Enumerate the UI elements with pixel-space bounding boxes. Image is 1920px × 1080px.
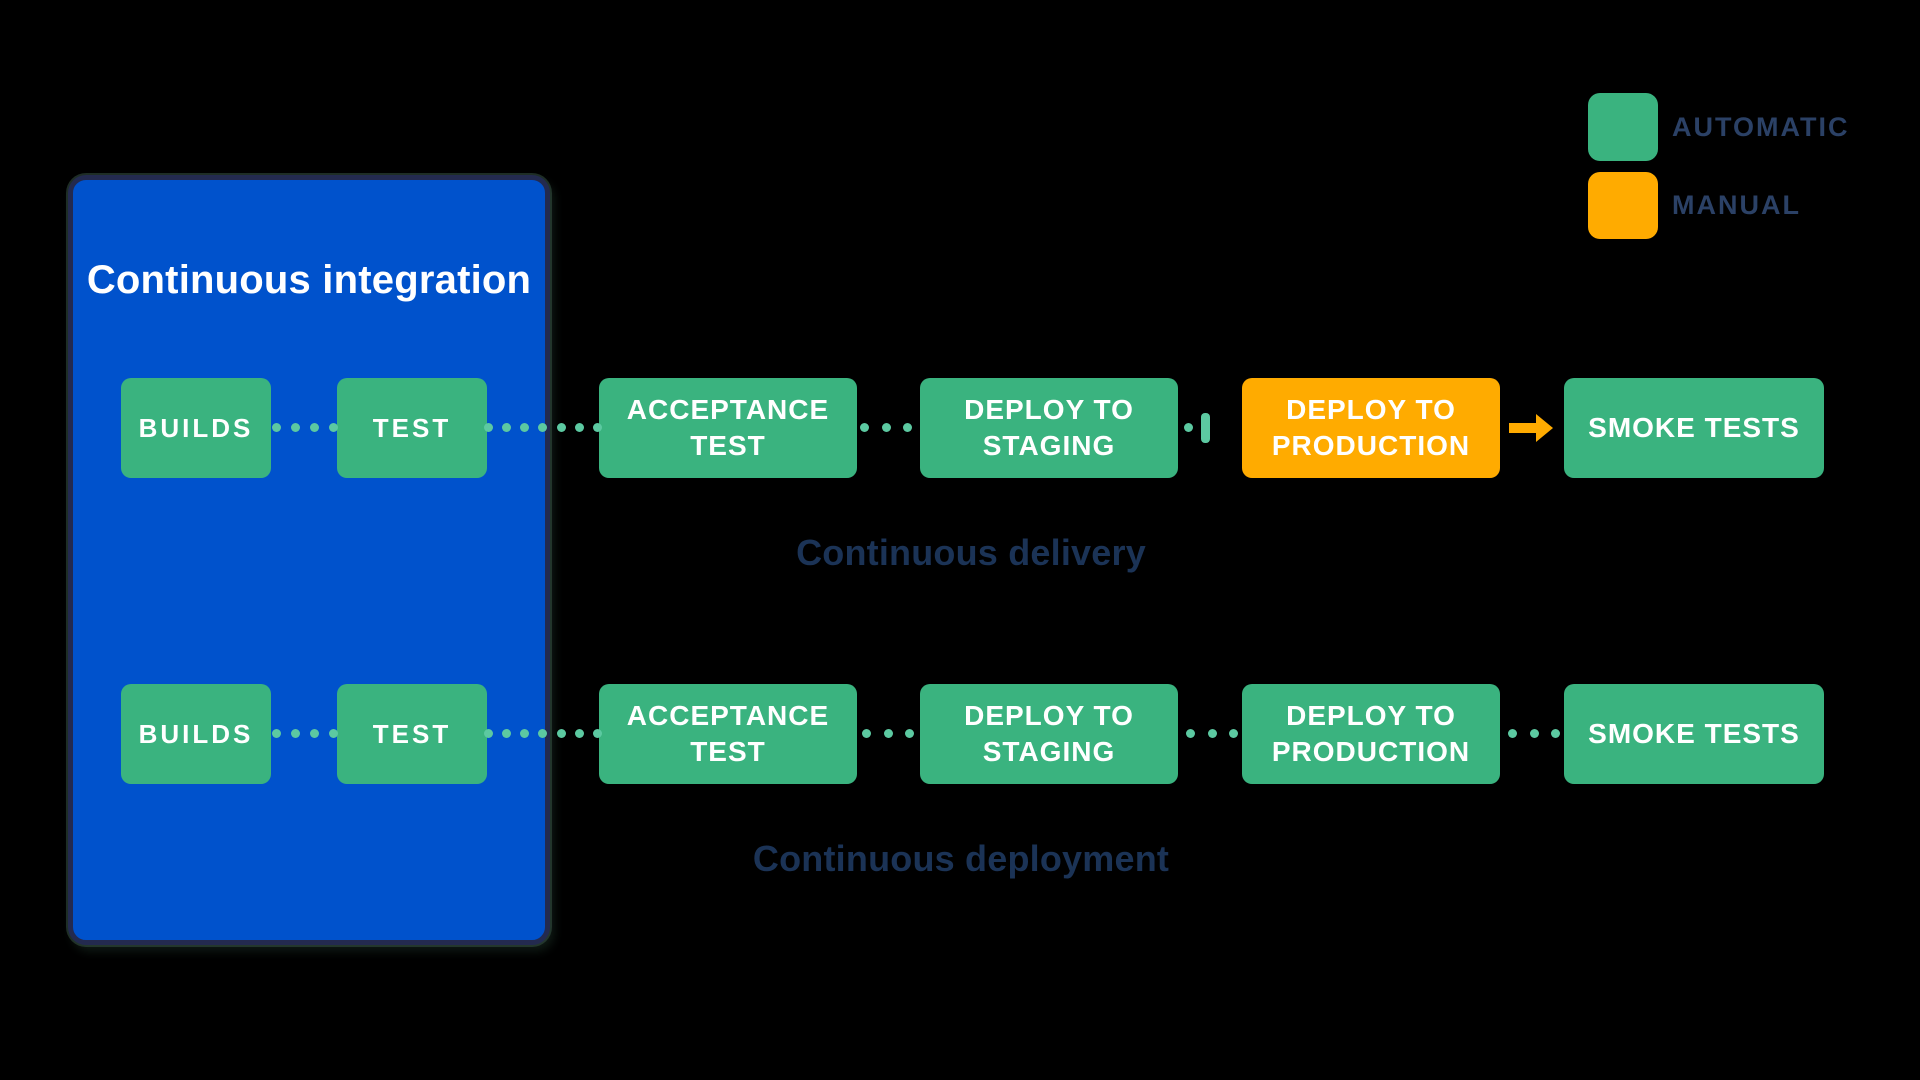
- delivery-acceptance-test-box: ACCEPTANCE TEST: [599, 378, 857, 478]
- dotted-connector: [1508, 729, 1560, 738]
- deployment-smoke-tests-box: SMOKE TESTS: [1564, 684, 1824, 784]
- dotted-connector: [862, 729, 914, 738]
- continuous-deployment-caption: Continuous deployment: [752, 838, 1170, 879]
- manual-arrow-icon: [1509, 414, 1553, 442]
- dotted-connector: [1186, 729, 1238, 738]
- legend-automatic-label: AUTOMATIC: [1672, 111, 1850, 142]
- dotted-connector: [484, 729, 602, 738]
- deployment-acceptance-test-box: ACCEPTANCE TEST: [599, 684, 857, 784]
- delivery-smoke-tests-box: SMOKE TESTS: [1564, 378, 1824, 478]
- delivery-builds-box: BUILDS: [121, 378, 271, 478]
- legend-manual-label: MANUAL: [1672, 190, 1801, 220]
- dotted-connector: [272, 729, 338, 738]
- continuous-integration-title: Continuous integration: [86, 258, 532, 302]
- deployment-builds-box: BUILDS: [121, 684, 271, 784]
- delivery-test-box: TEST: [337, 378, 487, 478]
- dotted-connector: [860, 423, 912, 432]
- manual-gate-bar: [1201, 413, 1210, 443]
- delivery-deploy-production-box: DEPLOY TO PRODUCTION: [1242, 378, 1500, 478]
- delivery-deploy-staging-box: DEPLOY TO STAGING: [920, 378, 1178, 478]
- deployment-test-box: TEST: [337, 684, 487, 784]
- continuous-integration-container: Continuous integration: [68, 175, 550, 945]
- continuous-delivery-caption: Continuous delivery: [796, 532, 1146, 573]
- manual-arrow-tail: [1509, 423, 1537, 433]
- legend-automatic-swatch: [1588, 93, 1658, 161]
- manual-arrow-head: [1536, 414, 1553, 442]
- dotted-connector: [484, 423, 602, 432]
- deployment-deploy-staging-box: DEPLOY TO STAGING: [920, 684, 1178, 784]
- deployment-deploy-production-box: DEPLOY TO PRODUCTION: [1242, 684, 1500, 784]
- dotted-connector: [272, 423, 338, 432]
- legend-manual-swatch: [1588, 172, 1658, 239]
- dotted-connector: [1184, 423, 1193, 432]
